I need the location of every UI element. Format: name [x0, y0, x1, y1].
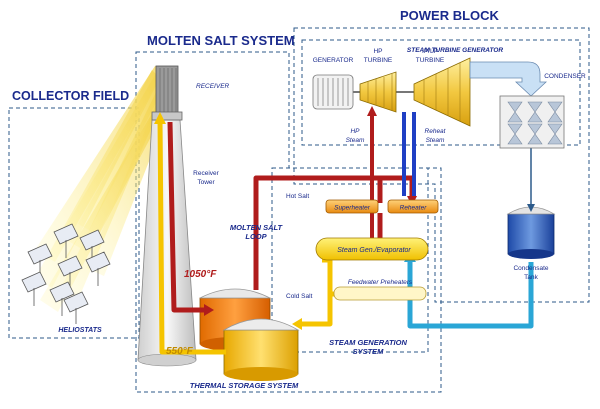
- heliostat: [85, 251, 111, 286]
- molten-salt-system-title: MOLTEN SALT SYSTEM: [147, 33, 295, 48]
- condensate-tank-label-2: Tank: [524, 274, 538, 281]
- steam-gen-evaporator-label: Steam Gen./Evaporator: [337, 247, 411, 254]
- heliostat: [53, 223, 79, 258]
- iplp-turbine: [413, 57, 471, 127]
- thermal-storage-system-title: THERMAL STORAGE SYSTEM: [190, 381, 299, 390]
- hp-steam-label: HP: [350, 128, 360, 135]
- molten-salt-loop-title: MOLTEN SALT: [230, 223, 284, 232]
- reheat-steam-label: Reheat: [425, 128, 447, 135]
- cold-storage-tank: [222, 318, 300, 381]
- collector-field-border: [8, 107, 140, 339]
- heliostat: [63, 291, 89, 324]
- feedwater-preheaters-label: Feedwater Preheaters: [348, 279, 413, 286]
- reheater-label: Reheater: [400, 205, 428, 212]
- iplp-turbine-label: IP/LP: [422, 48, 438, 55]
- receiver-tower-label-2: Tower: [197, 179, 215, 186]
- heliostat: [21, 271, 47, 306]
- steam-generation-system-title: STEAM GENERATION: [329, 338, 407, 347]
- hp-turbine-label: HP: [373, 48, 382, 55]
- turbine-blades: [367, 63, 461, 121]
- reheat-steam-label-2: Steam: [426, 137, 445, 144]
- superheater-label: Superheater: [334, 205, 371, 212]
- hp-turbine-label-2: TURBINE: [364, 57, 393, 64]
- generator: [312, 74, 354, 110]
- feedwater-preheaters: [333, 286, 427, 301]
- exhaust-duct: [469, 61, 548, 97]
- condensate-tank: [506, 206, 556, 259]
- condenser-label: CONDENSER: [544, 73, 586, 80]
- cold-temperature-label: 550°F: [166, 346, 194, 357]
- hp-turbine: [359, 71, 397, 113]
- receiver: [151, 65, 183, 121]
- cold-salt-label: Cold Salt: [286, 293, 313, 300]
- condensate-tank-label: Condensate: [513, 265, 548, 272]
- superheater: [325, 199, 379, 214]
- reheater: [387, 199, 439, 214]
- power-block-border: [293, 27, 590, 303]
- power-block-title: POWER BLOCK: [400, 8, 500, 23]
- heliostats: [21, 223, 111, 324]
- steam-gen-evaporator: [315, 237, 429, 261]
- iplp-turbine-label-2: TURBINE: [416, 57, 445, 64]
- hp-steam-label-2: Steam: [346, 137, 365, 144]
- hp-steam-arrow: [367, 106, 377, 116]
- heliostat: [49, 281, 75, 316]
- receiver-tower-label: Receiver: [193, 170, 219, 177]
- collector-field-title: COLLECTOR FIELD: [12, 89, 129, 103]
- steam-turbine-generator-border: [301, 39, 581, 146]
- steam-generation-system-title-2: SYSTEM: [353, 347, 385, 356]
- hot-salt-label: Hot Salt: [286, 193, 309, 200]
- cold-salt-arrow: [154, 112, 166, 124]
- steam-generation-border: [271, 167, 429, 353]
- receiver-label: RECEIVER: [196, 83, 230, 90]
- reheat-steam-loop: [402, 112, 416, 196]
- hot-temperature-label: 1050°F: [184, 269, 217, 280]
- cold-salt-arrow: [292, 318, 302, 330]
- condenser: [499, 95, 565, 149]
- molten-salt-loop-title-2: LOOP: [245, 232, 267, 241]
- steam-turbine-generator-title: STEAM TURBINE GENERATOR: [407, 47, 503, 54]
- condenser-to-tank-arrow: [527, 204, 535, 212]
- hot-salt-arrow: [204, 304, 214, 316]
- heliostats-label: HELIOSTATS: [58, 327, 102, 334]
- molten-salt-system-border: [135, 51, 442, 393]
- generator-label: GENERATOR: [313, 57, 354, 64]
